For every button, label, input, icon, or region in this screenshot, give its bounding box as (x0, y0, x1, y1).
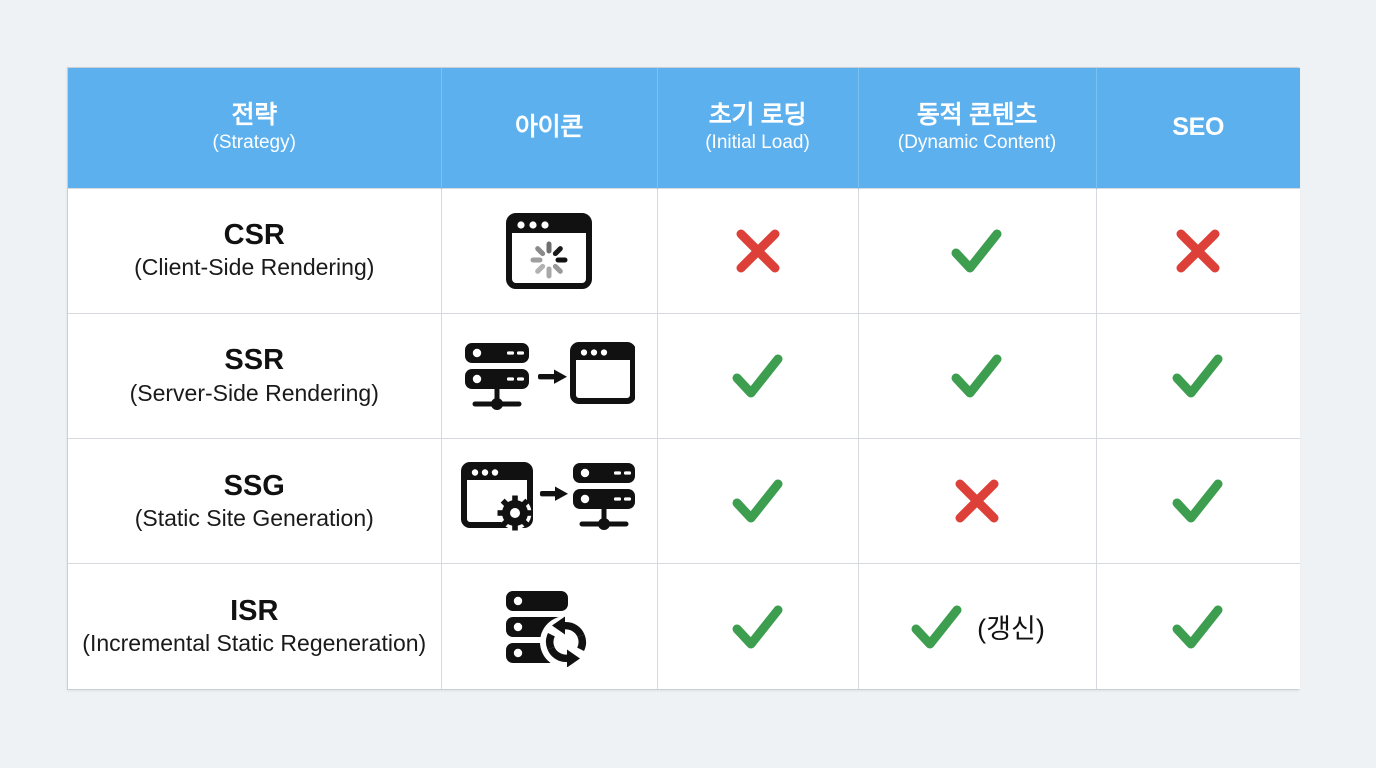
icon-cell-ssg (441, 437, 658, 564)
rendering-strategy-comparison-table: 전략 (Strategy) 아이콘 초기 로딩 (Initial Load) 동… (68, 68, 1300, 689)
check-icon (949, 225, 1005, 277)
column-header-icon-ko: 아이콘 (514, 113, 584, 142)
column-header-seo: SEO (1096, 68, 1300, 188)
initial-load-cell-ssg (657, 437, 859, 564)
column-header-initial-load-en: (Initial Load) (705, 132, 810, 154)
dynamic-content-note: (갱신) (977, 614, 1045, 645)
table-header: 전략 (Strategy) 아이콘 초기 로딩 (Initial Load) 동… (68, 68, 1300, 188)
check-icon (909, 601, 965, 653)
check-icon (1170, 601, 1226, 653)
strategy-abbreviation: CSR (223, 219, 285, 252)
seo-cell-ssg (1096, 437, 1300, 564)
cross-icon (1172, 225, 1224, 277)
strategy-abbreviation: ISR (230, 595, 279, 628)
table-row: ISR (Incremental Static Regeneration) (68, 563, 1300, 689)
column-header-initial-load-ko: 초기 로딩 (708, 100, 807, 129)
dynamic-content-cell-csr (858, 187, 1097, 314)
strategy-abbreviation: SSR (224, 344, 285, 377)
seo-cell-ssr (1096, 312, 1300, 439)
dynamic-content-cell-ssg (858, 437, 1097, 564)
initial-load-cell-ssr (657, 312, 859, 439)
comparison-table-container: 전략 (Strategy) 아이콘 초기 로딩 (Initial Load) 동… (67, 67, 1300, 690)
strategy-abbreviation: SSG (223, 469, 285, 502)
column-header-initial-load: 초기 로딩 (Initial Load) (657, 68, 859, 188)
check-icon (949, 350, 1005, 402)
initial-load-cell-csr (657, 187, 859, 314)
table-body: CSR (Client-Side Rendering) (68, 187, 1300, 689)
strategy-full-name: (Static Site Generation) (134, 504, 374, 531)
icon-cell-csr (441, 187, 658, 314)
table-row: SSR (Server-Side Rendering) (68, 312, 1300, 439)
check-icon (1170, 350, 1226, 402)
cross-icon (732, 225, 784, 277)
header-row: 전략 (Strategy) 아이콘 초기 로딩 (Initial Load) 동… (68, 68, 1300, 188)
strategy-full-name: (Server-Side Rendering) (129, 379, 379, 406)
strategy-cell-ssr: SSR (Server-Side Rendering) (68, 312, 442, 439)
column-header-dynamic-content-ko: 동적 콘텐츠 (916, 100, 1038, 129)
column-header-strategy-en: (Strategy) (212, 132, 296, 154)
cross-icon (951, 475, 1003, 527)
icon-cell-ssr (441, 312, 658, 439)
icon-cell-isr (441, 563, 658, 689)
seo-cell-isr (1096, 563, 1300, 689)
strategy-cell-csr: CSR (Client-Side Rendering) (68, 187, 442, 314)
strategy-cell-isr: ISR (Incremental Static Regeneration) (68, 563, 442, 689)
table-row: CSR (Client-Side Rendering) (68, 187, 1300, 314)
strategy-cell-ssg: SSG (Static Site Generation) (68, 437, 442, 564)
column-header-seo-ko: SEO (1172, 113, 1225, 142)
server-refresh-icon (506, 590, 592, 667)
browser-gear-to-server-icon (461, 462, 635, 531)
column-header-dynamic-content: 동적 콘텐츠 (Dynamic Content) (858, 68, 1097, 188)
initial-load-cell-isr (657, 563, 859, 689)
column-header-strategy-ko: 전략 (231, 100, 278, 129)
browser-spinner-icon (506, 212, 592, 289)
server-to-browser-icon (465, 341, 635, 410)
column-header-dynamic-content-en: (Dynamic Content) (897, 132, 1057, 154)
strategy-full-name: (Client-Side Rendering) (134, 254, 375, 281)
column-header-icon: 아이콘 (441, 68, 658, 188)
table-row: SSG (Static Site Generation) (68, 437, 1300, 564)
column-header-strategy: 전략 (Strategy) (68, 68, 442, 188)
seo-cell-csr (1096, 187, 1300, 314)
check-icon (1170, 475, 1226, 527)
check-icon (730, 350, 786, 402)
check-icon (730, 601, 786, 653)
check-icon (730, 475, 786, 527)
dynamic-content-cell-ssr (858, 312, 1097, 439)
dynamic-content-cell-isr: (갱신) (858, 563, 1097, 689)
strategy-full-name: (Incremental Static Regeneration) (82, 630, 427, 657)
